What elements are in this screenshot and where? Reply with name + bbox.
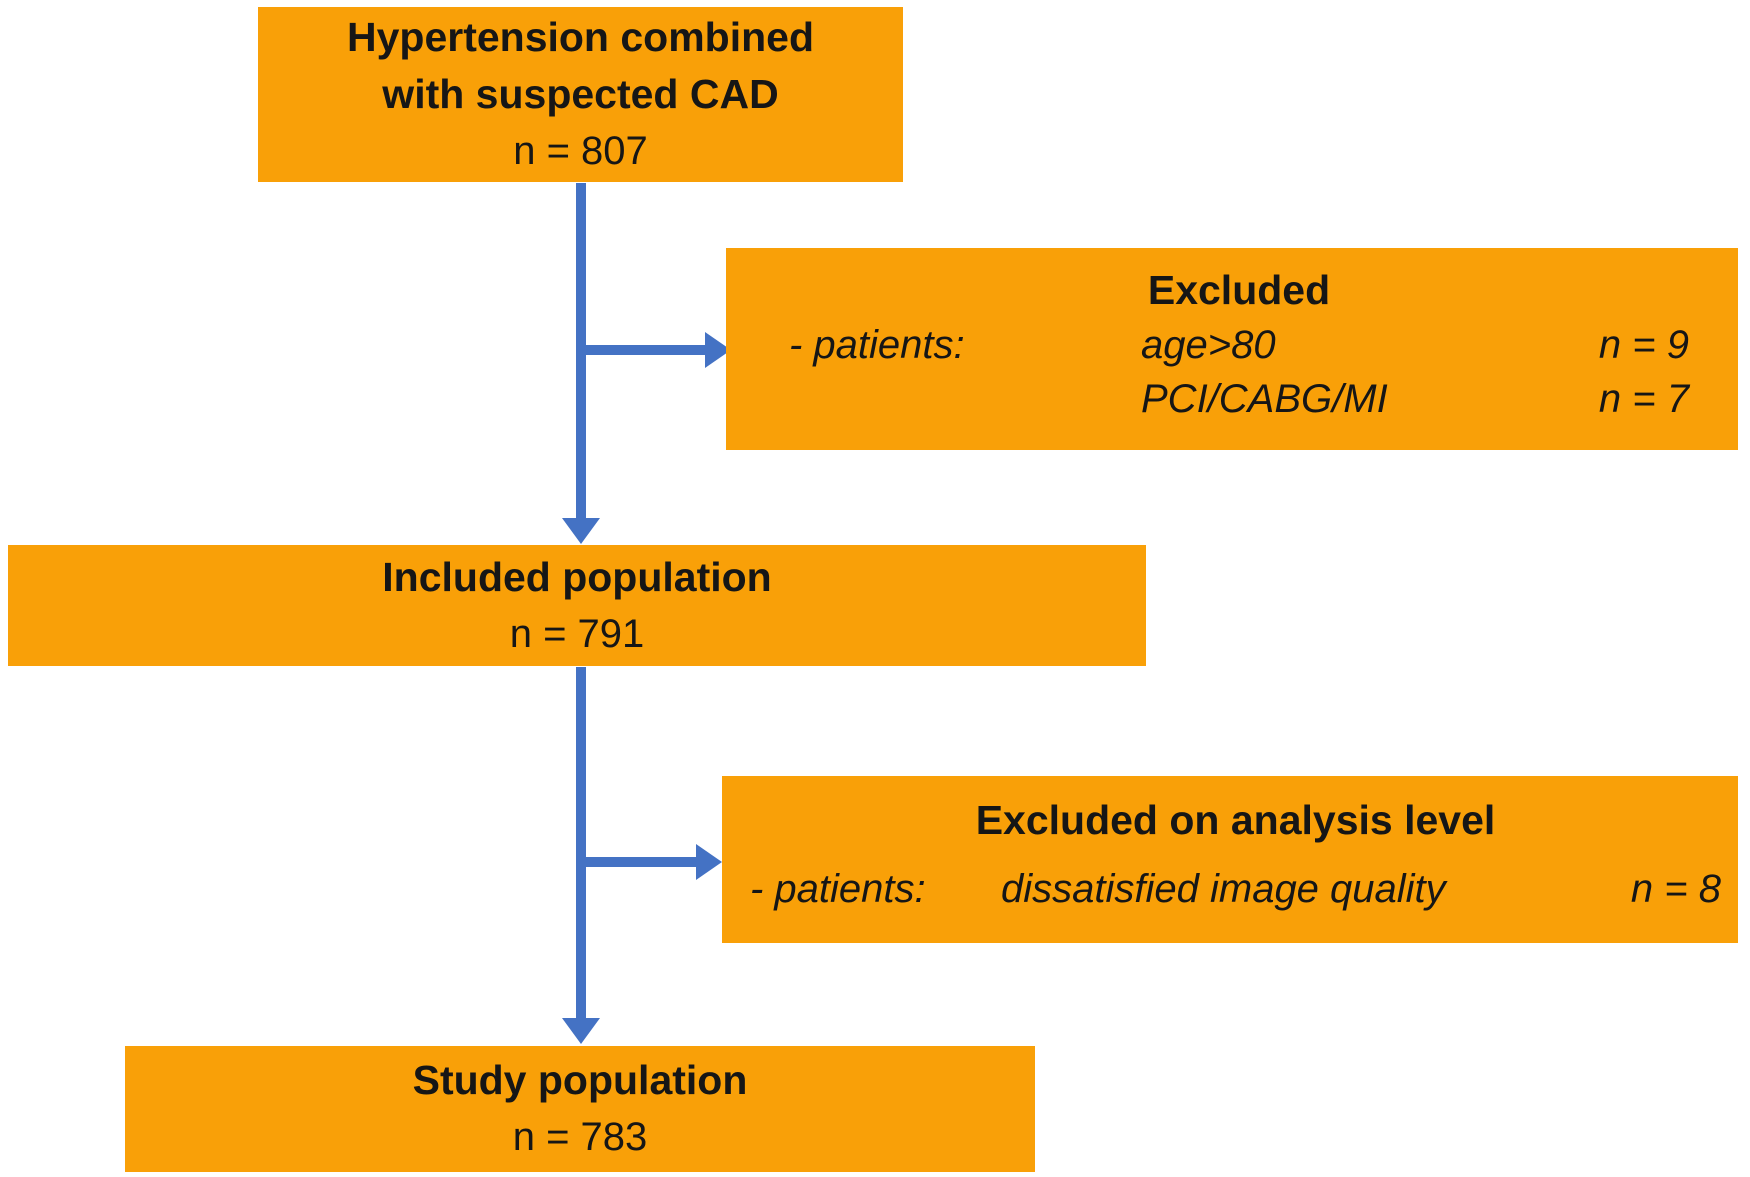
excluded-row: - patients: dissatisfied image quality n… [750,862,1721,916]
arrow-right-icon [696,844,722,880]
node-study-population: Study population n = 783 [125,1046,1035,1172]
node-excluded-analysis: Excluded on analysis level - patients: d… [722,776,1738,943]
connector-horizontal-2 [581,857,697,867]
excluded-row-label: - patients: [789,323,965,367]
node-count: n = 807 [513,129,648,173]
excluded-row-reason: PCI/CABG/MI [1141,377,1388,421]
excluded-row-count: n = 8 [1630,867,1721,911]
node-count: n = 783 [512,1115,648,1159]
arrow-down-icon [562,1018,600,1044]
connector-vertical-2 [576,667,586,1020]
excluded-row: PCI/CABG/MI n = 7 [789,372,1689,426]
node-title-line1: Hypertension combined [346,14,814,60]
node-title: Study population [412,1057,748,1103]
node-count: n = 791 [509,611,645,656]
node-title-line2: with suspected CAD [382,71,779,117]
excluded-title: Excluded [1147,267,1331,313]
excluded-row-reason: age>80 [1141,323,1276,367]
excluded-title: Excluded on analysis level [975,797,1496,843]
excluded-row-count: n = 9 [1598,323,1689,367]
node-excluded: Excluded - patients: age>80 n = 9 PCI/CA… [726,248,1738,450]
node-included-population: Included population n = 791 [8,545,1146,666]
excluded-row-label: - patients: [750,867,926,911]
excluded-row: - patients: age>80 n = 9 [789,318,1689,372]
excluded-row-reason: dissatisfied image quality [1001,867,1446,911]
excluded-row-count: n = 7 [1598,377,1689,421]
node-title: Included population [382,553,772,600]
connector-horizontal-1 [581,345,705,355]
node-hypertension-cad: Hypertension combined with suspected CAD… [258,7,903,182]
arrow-down-icon [562,518,600,544]
